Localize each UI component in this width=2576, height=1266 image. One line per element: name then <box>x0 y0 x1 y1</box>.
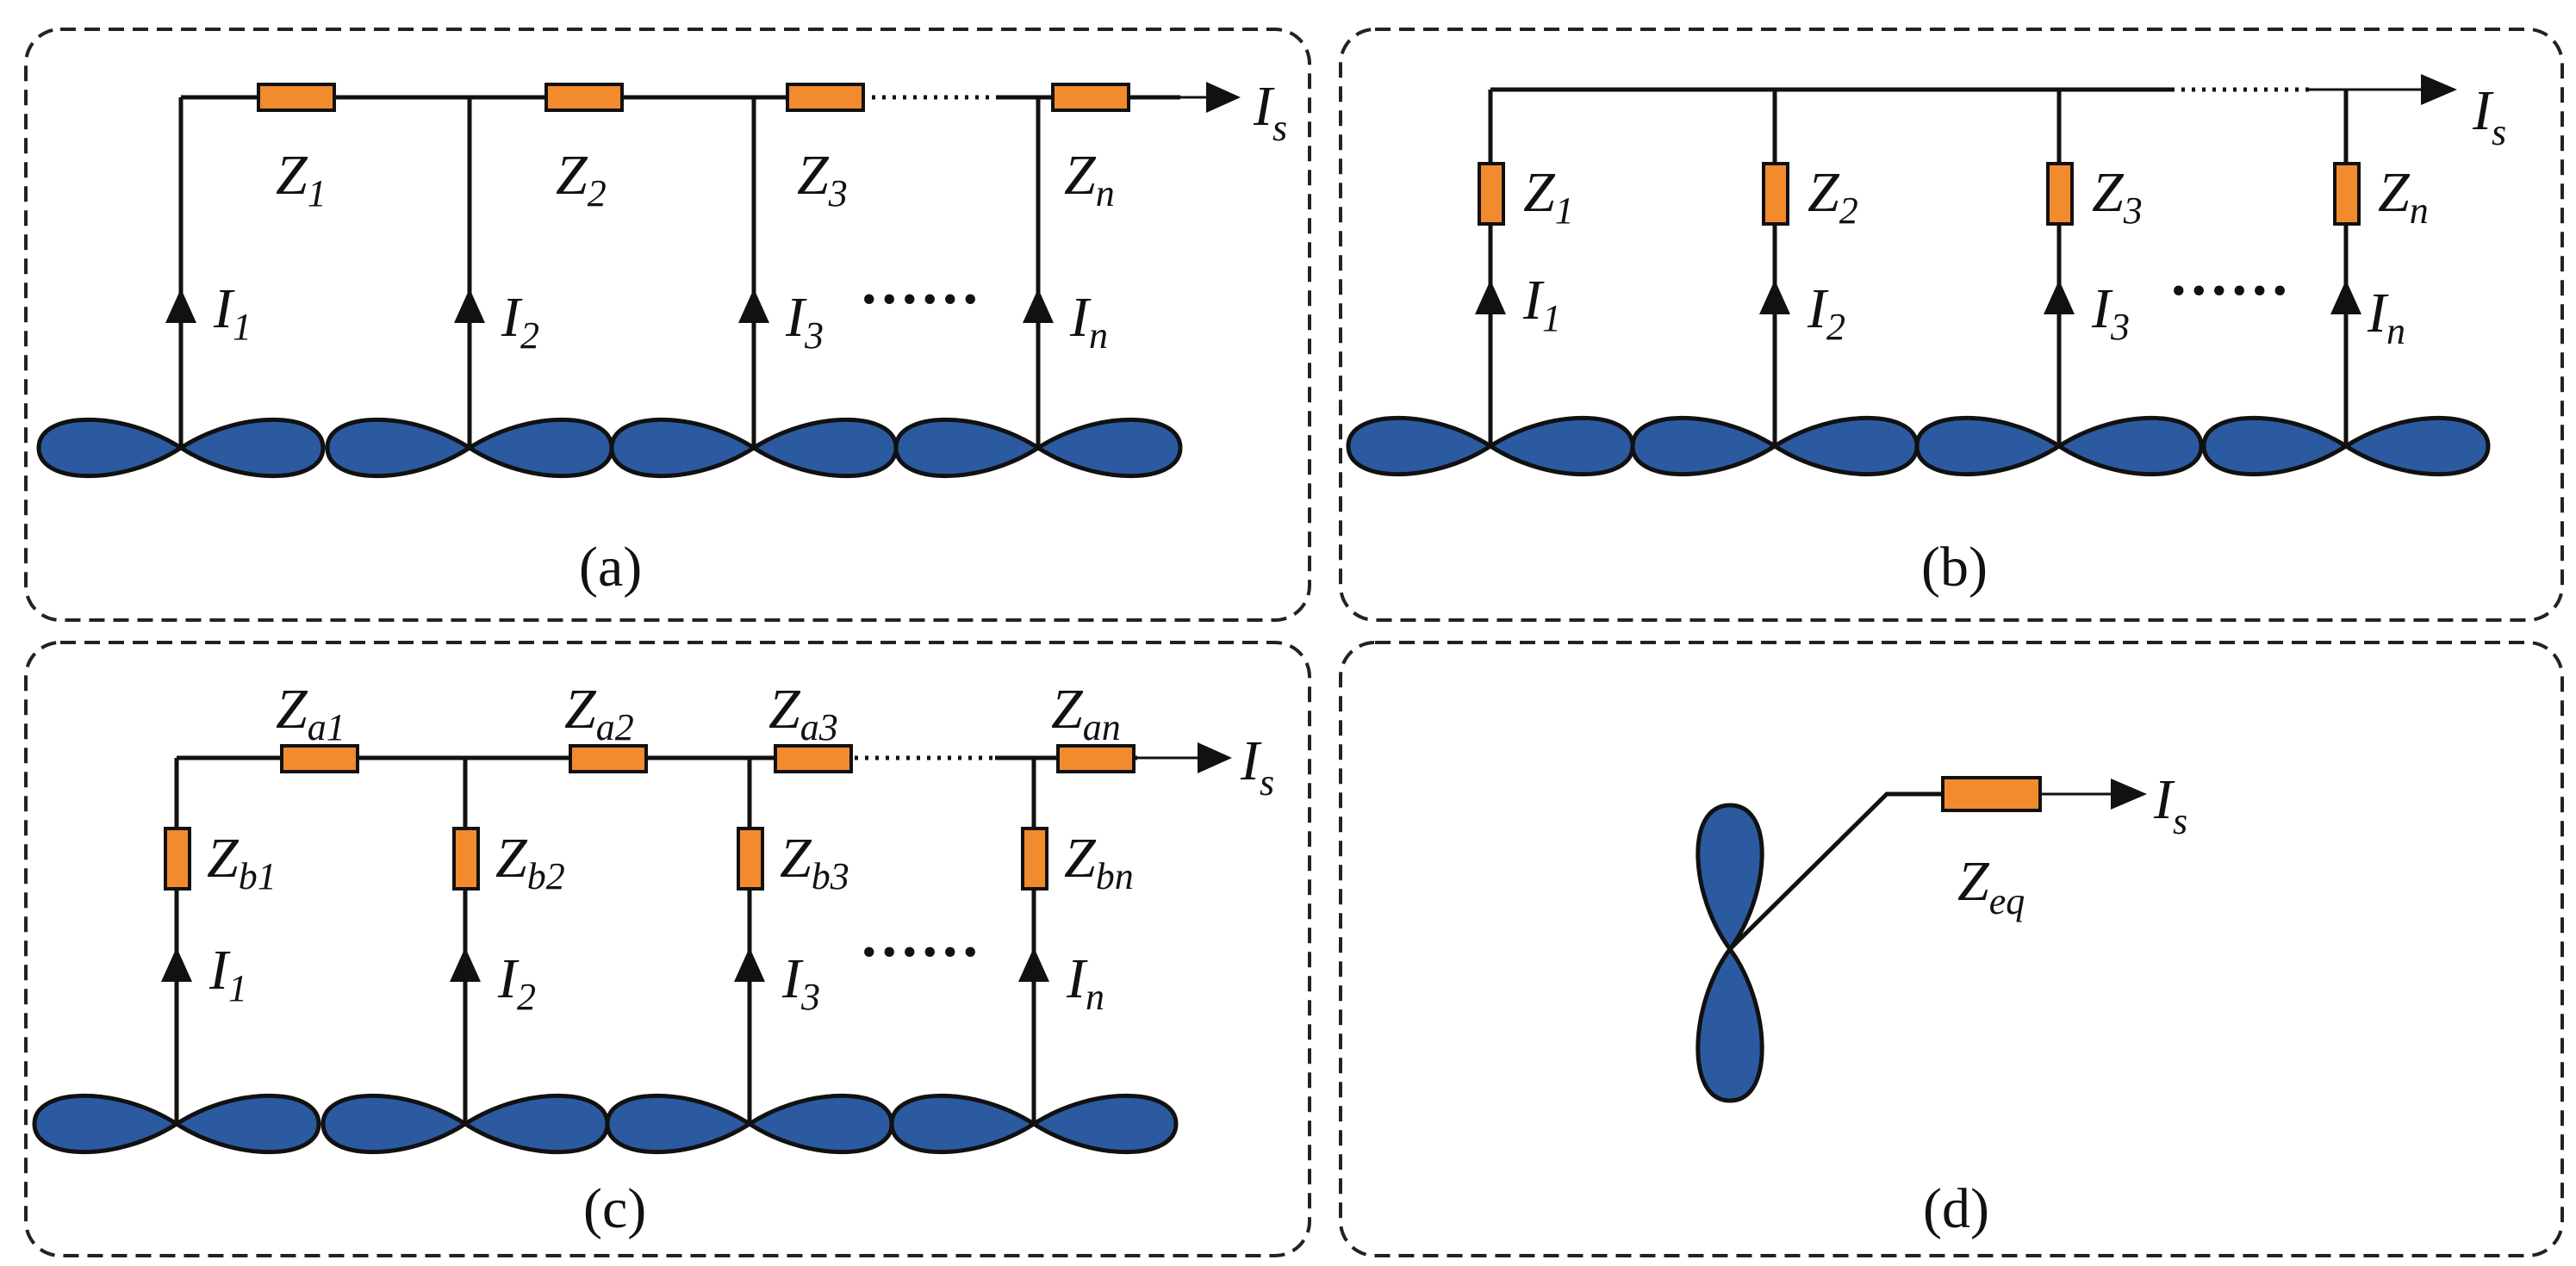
output-current-label: Is <box>1253 75 1287 149</box>
panel-a: Z1 Z2 Z3 Zn I1 I2 I3 In ...... Is (a) <box>39 75 1287 599</box>
impedance-box-icon <box>257 83 336 112</box>
output-current-label: Is <box>1240 729 1274 804</box>
current-label: I1 <box>213 277 252 348</box>
impedance-box-icon <box>2046 162 2074 226</box>
panel-label: (a) <box>579 536 642 599</box>
current-label: In <box>1066 947 1104 1018</box>
equivalent-impedance-label: Zeq <box>1957 850 2025 922</box>
panel-label: (b) <box>1921 536 1988 599</box>
impedance-label: Z1 <box>276 144 327 214</box>
current-arrow-icon <box>454 289 485 323</box>
current-arrow-icon <box>1023 289 1054 323</box>
impedance-box-icon <box>1051 83 1130 112</box>
current-label: I2 <box>497 947 536 1018</box>
output-current-label: Is <box>2153 768 2187 842</box>
impedance-box-icon <box>1021 827 1048 891</box>
figure-eight-lobe-icon <box>1696 803 1764 953</box>
current-arrow-icon <box>165 289 196 323</box>
current-label: I2 <box>1807 277 1845 348</box>
panel-b: Z1 Z2 Z3 Zn I1 I2 I3 In ...... Is (b) <box>1348 74 2506 599</box>
panel-a-frame <box>24 28 1311 622</box>
ellipsis: ...... <box>2171 242 2293 308</box>
panel-d: Zeq Is (d) <box>1696 768 2187 1240</box>
impedance-box-icon <box>1056 744 1136 773</box>
impedance-box-icon <box>737 827 764 891</box>
current-arrow-icon <box>1475 280 1506 314</box>
current-arrow-icon <box>1759 280 1790 314</box>
figure-eight-lobe-icon <box>1696 945 1764 1103</box>
current-label: I3 <box>2091 277 2130 348</box>
impedance-box-icon <box>1478 162 1505 226</box>
output-current-label: Is <box>2472 79 2506 153</box>
impedance-box-icon <box>774 744 853 773</box>
panel-label: (d) <box>1923 1177 1989 1240</box>
current-arrow-icon <box>2044 280 2075 314</box>
series-impedance-label: Zan <box>1051 678 1121 748</box>
current-label: In <box>2367 282 2405 352</box>
current-arrow-icon <box>161 947 192 982</box>
impedance-box-icon <box>164 827 191 891</box>
current-arrow-icon <box>1018 947 1049 982</box>
impedance-label: Z2 <box>1808 161 1858 232</box>
output-arrow-icon <box>2421 74 2457 105</box>
ellipsis: ...... <box>862 251 983 317</box>
branch-impedance-label: Zbn <box>1064 827 1134 897</box>
impedance-box-icon <box>280 744 359 773</box>
current-label: I1 <box>208 939 247 1009</box>
series-impedance-label: Za1 <box>276 678 345 748</box>
series-impedance-label: Za2 <box>564 678 634 748</box>
impedance-label: Z3 <box>2092 161 2143 232</box>
branch-impedance-label: Zb2 <box>495 827 565 897</box>
output-arrow-icon <box>1206 82 1241 113</box>
impedance-box-icon <box>569 744 648 773</box>
impedance-label: Z1 <box>1523 161 1574 232</box>
panel-d-frame <box>1339 641 2564 1257</box>
impedance-label: Z3 <box>797 144 848 214</box>
current-arrow-icon <box>2330 280 2361 314</box>
current-label: I3 <box>785 286 824 357</box>
current-arrow-icon <box>738 289 769 323</box>
impedance-box-icon <box>544 83 624 112</box>
impedance-box-icon <box>1941 776 2042 812</box>
impedance-label: Z2 <box>556 144 607 214</box>
impedance-label: Zn <box>2378 161 2429 232</box>
current-label: I2 <box>501 286 539 357</box>
ellipsis: ...... <box>862 903 983 970</box>
output-arrow-icon <box>2111 779 2147 810</box>
panel-label: (c) <box>583 1177 646 1240</box>
impedance-box-icon <box>2333 162 2361 226</box>
impedance-label: Zn <box>1064 144 1115 214</box>
current-label: I3 <box>781 947 820 1018</box>
current-label: In <box>1069 286 1108 357</box>
current-arrow-icon <box>450 947 481 982</box>
panel-c-frame <box>24 641 1311 1257</box>
branch-impedance-label: Zb1 <box>207 827 277 897</box>
series-impedance-label: Za3 <box>768 678 838 748</box>
branch-impedance-label: Zb3 <box>780 827 849 897</box>
current-label: I1 <box>1522 269 1561 339</box>
current-arrow-icon <box>734 947 765 982</box>
impedance-box-icon <box>452 827 480 891</box>
panel-c: Za1 Za2 Za3 Zan Zb1 Zb2 Zb3 Zbn I1 I2 I3… <box>34 678 1274 1240</box>
impedance-box-icon <box>1762 162 1789 226</box>
output-arrow-icon <box>1198 742 1232 773</box>
impedance-box-icon <box>786 83 865 112</box>
